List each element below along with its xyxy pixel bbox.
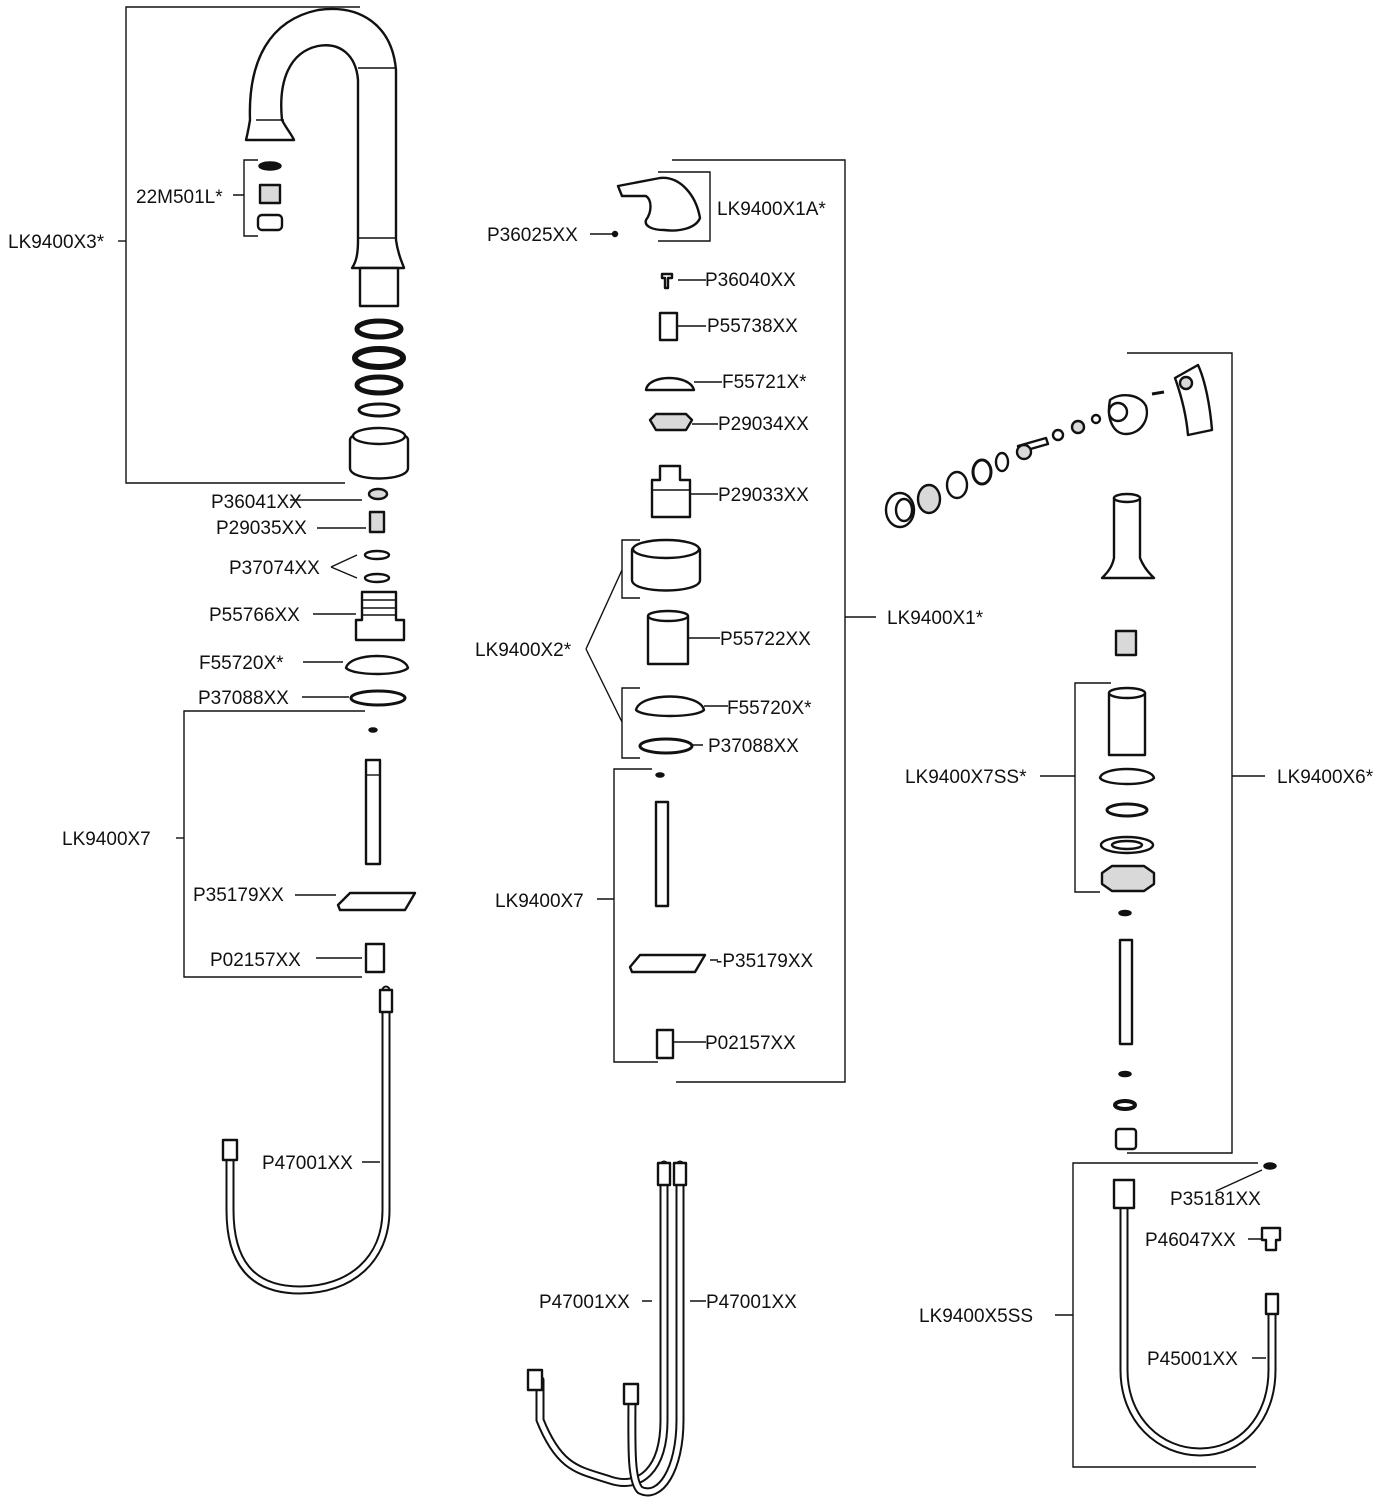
spout-assembly — [118, 6, 417, 1295]
label-lk9400x7ss: LK9400X7SS* — [905, 767, 1027, 788]
handle-lever — [616, 176, 702, 232]
label-p35181: P35181XX — [1170, 1189, 1261, 1210]
spray-shank — [1118, 938, 1134, 1046]
spout-body — [244, 7, 406, 270]
label-p35179-mid: -P35179XX — [716, 951, 814, 972]
bracket-p35179-mid — [628, 953, 707, 974]
label-p36025: P36025XX — [487, 225, 578, 246]
aerator-housing — [256, 213, 284, 232]
aerator-washer — [258, 161, 282, 171]
bracket-p35179-left — [336, 891, 417, 912]
bracket-lk9400x7-left — [183, 710, 365, 978]
spray-lock-nut — [1100, 864, 1156, 893]
label-p29034: P29034XX — [718, 414, 809, 435]
labels-mid: P36025XX LK9400X1A* P36040XX P55738XX F5… — [475, 199, 984, 1313]
labels-right: LK9400X7SS* LK9400X6* P35181XX P46047XX … — [905, 767, 1374, 1370]
label-p37088-mid: P37088XX — [708, 736, 799, 757]
label-lk9400x3: LK9400X3* — [8, 232, 105, 253]
label-p29033: P29033XX — [718, 485, 809, 506]
mounting-shank-left — [364, 758, 382, 866]
mounting-shank-mid — [654, 800, 670, 908]
spray-nut — [1114, 629, 1138, 657]
oring-p37074-a — [363, 549, 391, 561]
label-lk9400x5ss: LK9400X5SS — [919, 1306, 1033, 1327]
bracket-lk9400x1a — [658, 171, 711, 242]
spout-base — [358, 266, 400, 308]
bracket-lk9400x7-mid — [613, 768, 658, 1063]
adapter-p46047 — [1260, 1226, 1282, 1252]
spout-ring-1 — [354, 318, 404, 340]
labels-left: LK9400X3* 22M501L* P36041XX P29035XX P37… — [8, 187, 353, 1174]
cap-f55721 — [644, 376, 696, 392]
spray-assembly — [884, 352, 1282, 1468]
bracket-lk9400x2 — [621, 539, 640, 759]
label-lk9400x1: LK9400X1* — [887, 608, 984, 629]
nut-p29034 — [648, 412, 694, 432]
label-p36040: P36040XX — [705, 270, 796, 291]
spout-ring-2 — [352, 346, 406, 370]
hose-p47001-left — [225, 985, 391, 1295]
set-screw-p36025 — [611, 230, 619, 238]
nut-p02157-left — [364, 942, 386, 974]
bracket-22m501l — [243, 159, 258, 237]
label-p02157-left: P02157XX — [210, 950, 301, 971]
bracket-lk9400x3 — [125, 6, 360, 484]
escutcheon-f55720-left — [344, 654, 410, 676]
label-f55720-left: F55720X* — [199, 653, 284, 674]
label-lk9400x7-left: LK9400X7 — [62, 829, 151, 850]
hose-p47001-mid-b — [627, 1160, 685, 1497]
bracket-lk9400x7ss — [1074, 682, 1111, 893]
bracket-lk9400x6 — [1127, 352, 1233, 1154]
label-lk9400x1a: LK9400X1A* — [717, 199, 826, 220]
screw-p36040 — [660, 272, 674, 290]
part-p29035 — [368, 510, 386, 534]
spray-escutcheon — [1098, 767, 1156, 786]
oring-p37088-mid — [638, 737, 694, 755]
oring-p37074-b — [363, 572, 391, 584]
label-p02157-mid: P02157XX — [705, 1033, 796, 1054]
label-p37088-left: P37088XX — [198, 688, 289, 709]
bracket-lk9400x1 — [672, 159, 846, 1083]
part-p36041 — [367, 487, 389, 501]
sleeve-p55722 — [646, 614, 690, 666]
aerator-insert — [258, 183, 282, 205]
label-p36041: P36041XX — [211, 492, 302, 513]
label-f55721: F55721X* — [722, 372, 807, 393]
label-lk9400x2: LK9400X2* — [475, 640, 572, 661]
label-p47001-left: P47001XX — [262, 1153, 353, 1174]
part-p55766 — [354, 590, 406, 642]
cartridge-p29033 — [650, 464, 692, 519]
valve-assembly — [526, 159, 876, 1497]
label-p47001-mid-a: P47001XX — [539, 1292, 630, 1313]
hose-p47001-mid-a — [535, 1160, 669, 1487]
label-lk9400x7-mid: LK9400X7 — [495, 891, 584, 912]
spray-coupling — [1114, 1127, 1138, 1151]
label-p45001: P45001XX — [1147, 1349, 1238, 1370]
spray-head-body — [1173, 363, 1214, 437]
label-p55738: P55738XX — [707, 316, 798, 337]
label-lk9400x6: LK9400X6* — [1277, 767, 1374, 788]
nut-p02157-mid — [655, 1028, 675, 1060]
adapter-p55738 — [658, 311, 679, 342]
label-p46047: P46047XX — [1145, 1230, 1236, 1251]
label-p35179-left: P35179XX — [193, 885, 284, 906]
label-p47001-mid-b: P47001XX — [706, 1292, 797, 1313]
washer-p35181 — [1263, 1162, 1277, 1170]
label-p37074: P37074XX — [229, 558, 320, 579]
spray-sleeve — [1107, 691, 1147, 757]
spray-holder — [1100, 496, 1156, 580]
spout-ring-3 — [354, 374, 404, 396]
label-p29035: P29035XX — [216, 518, 307, 539]
spout-ring-4 — [357, 402, 401, 418]
label-p55722: P55722XX — [720, 629, 811, 650]
label-f55720-mid: F55720X* — [727, 698, 812, 719]
escutcheon-f55720-mid — [634, 695, 706, 718]
oring-p37088-left — [349, 689, 407, 707]
label-p55766: P55766XX — [209, 605, 300, 626]
label-22m501l: 22M501L* — [136, 187, 223, 208]
